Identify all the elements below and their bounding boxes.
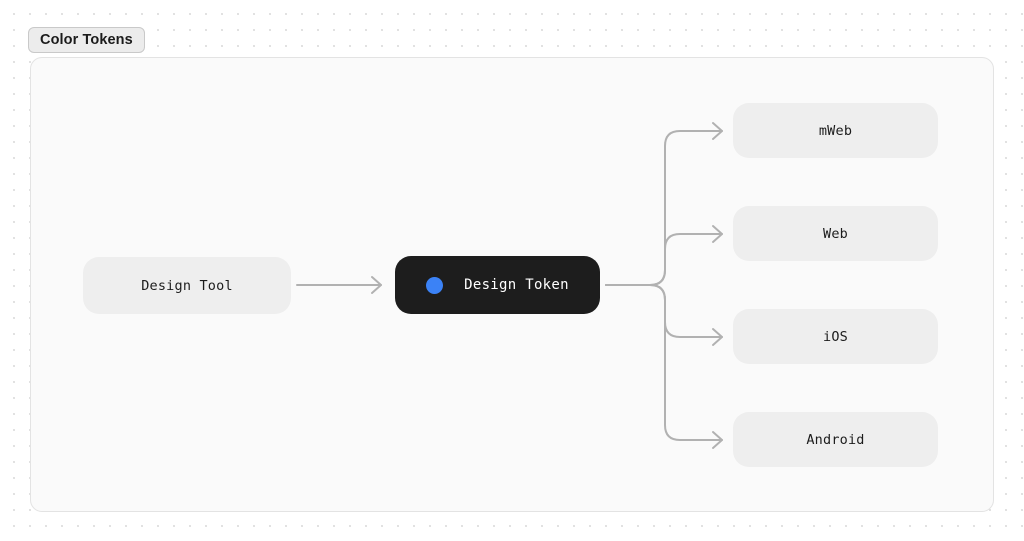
node-ios-label: iOS: [823, 328, 848, 345]
group-label-text: Color Tokens: [40, 32, 133, 48]
node-android[interactable]: Android: [733, 412, 938, 467]
node-design-tool[interactable]: Design Tool: [83, 257, 291, 314]
color-swatch-dot-icon: [426, 276, 444, 294]
node-ios[interactable]: iOS: [733, 309, 938, 364]
group-label-color-tokens[interactable]: Color Tokens: [28, 27, 145, 53]
node-android-label: Android: [806, 431, 865, 448]
node-mweb[interactable]: mWeb: [733, 103, 938, 158]
node-design-token[interactable]: Design Token: [395, 256, 600, 314]
node-web-label: Web: [823, 225, 848, 242]
node-design-tool-label: Design Tool: [141, 277, 233, 294]
node-web[interactable]: Web: [733, 206, 938, 261]
node-mweb-label: mWeb: [818, 122, 853, 139]
node-design-token-label: Design Token: [464, 277, 569, 293]
